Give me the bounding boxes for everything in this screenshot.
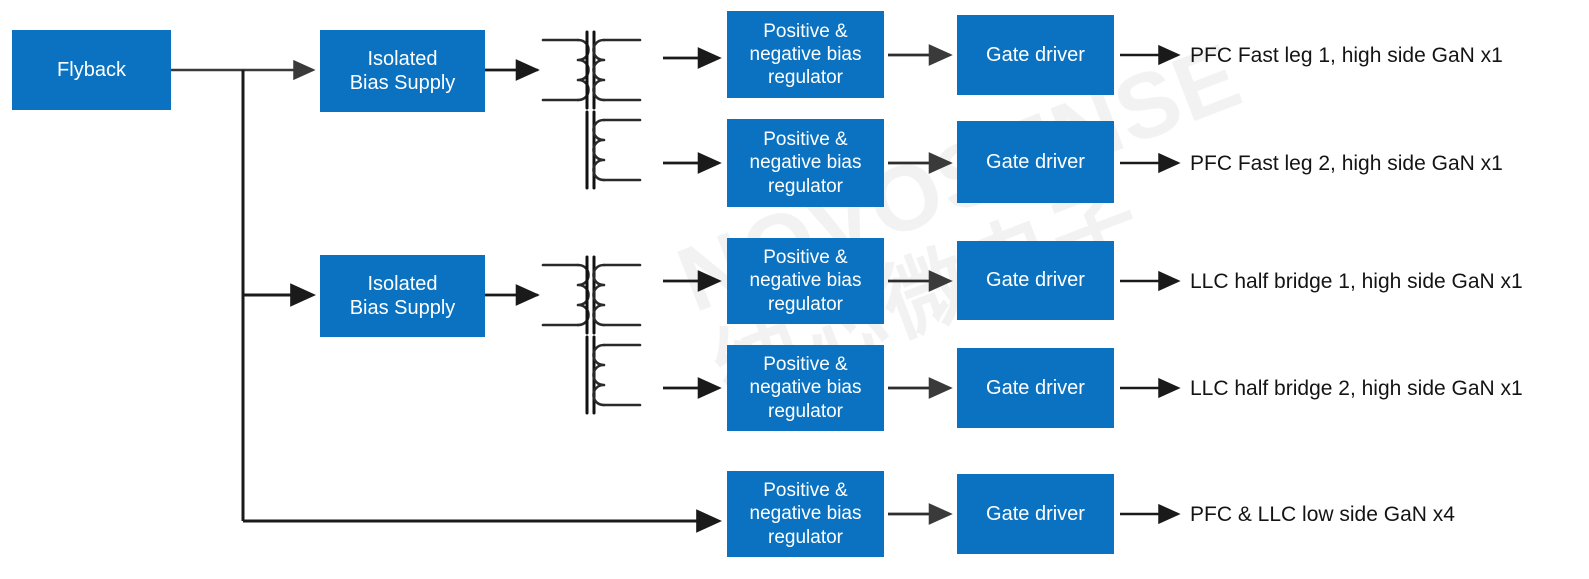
bias-regulator-3-line2: negative bias <box>749 270 862 292</box>
bias-regulator-2-line1: Positive & <box>763 129 848 151</box>
node-bias-regulator-1[interactable]: Positive & negative bias regulator <box>727 11 884 98</box>
bias-regulator-2-line2: negative bias <box>749 152 862 174</box>
node-gate-driver-5[interactable]: Gate driver <box>957 474 1114 554</box>
node-isolated-bias-supply-2[interactable]: Isolated Bias Supply <box>320 255 485 337</box>
node-gate-driver-4[interactable]: Gate driver <box>957 348 1114 428</box>
transformer-2-symbol <box>483 255 642 415</box>
output-label-4: LLC half bridge 2, high side GaN x1 <box>1190 377 1523 400</box>
node-flyback-label: Flyback <box>57 58 126 81</box>
node-gate-driver-3[interactable]: Gate driver <box>957 241 1114 320</box>
node-bias-regulator-5[interactable]: Positive & negative bias regulator <box>727 471 884 557</box>
gate-driver-2-label: Gate driver <box>986 150 1085 173</box>
isolated-bias-supply-1-line2: Bias Supply <box>349 72 456 94</box>
bias-regulator-4-line2: negative bias <box>749 377 862 399</box>
bias-regulator-5-line3: regulator <box>768 526 843 548</box>
bias-regulator-1-line3: regulator <box>768 67 843 89</box>
bias-regulator-3-line3: regulator <box>768 293 843 315</box>
node-bias-regulator-2[interactable]: Positive & negative bias regulator <box>727 119 884 207</box>
bias-regulator-4-line1: Positive & <box>763 354 848 376</box>
node-isolated-bias-supply-1[interactable]: Isolated Bias Supply <box>320 30 485 112</box>
output-label-3: LLC half bridge 1, high side GaN x1 <box>1190 270 1523 293</box>
node-bias-regulator-4[interactable]: Positive & negative bias regulator <box>727 345 884 431</box>
bias-regulator-1-line1: Positive & <box>763 20 848 42</box>
output-label-5: PFC & LLC low side GaN x4 <box>1190 503 1455 526</box>
bias-regulator-5-line2: negative bias <box>749 503 862 525</box>
gate-driver-5-label: Gate driver <box>986 502 1085 525</box>
node-gate-driver-1[interactable]: Gate driver <box>957 15 1114 95</box>
bias-regulator-5-line1: Positive & <box>763 480 848 502</box>
isolated-bias-supply-2-line1: Isolated <box>367 272 438 295</box>
bias-regulator-3-line1: Positive & <box>763 247 848 269</box>
isolated-bias-supply-1-line1: Isolated <box>367 47 438 70</box>
gate-driver-4-label: Gate driver <box>986 376 1085 399</box>
bias-regulator-2-line3: regulator <box>768 175 843 197</box>
node-gate-driver-2[interactable]: Gate driver <box>957 121 1114 203</box>
node-bias-regulator-3[interactable]: Positive & negative bias regulator <box>727 238 884 324</box>
isolated-bias-supply-2-line2: Bias Supply <box>349 297 456 319</box>
node-flyback[interactable]: Flyback <box>12 30 171 110</box>
output-label-2: PFC Fast leg 2, high side GaN x1 <box>1190 152 1503 175</box>
bias-regulator-4-line3: regulator <box>768 400 843 422</box>
transformer-1-symbol <box>483 30 642 190</box>
gate-driver-3-label: Gate driver <box>986 269 1085 292</box>
gate-driver-1-label: Gate driver <box>986 43 1085 66</box>
bias-regulator-1-line2: negative bias <box>749 43 862 65</box>
output-label-1: PFC Fast leg 1, high side GaN x1 <box>1190 44 1503 67</box>
